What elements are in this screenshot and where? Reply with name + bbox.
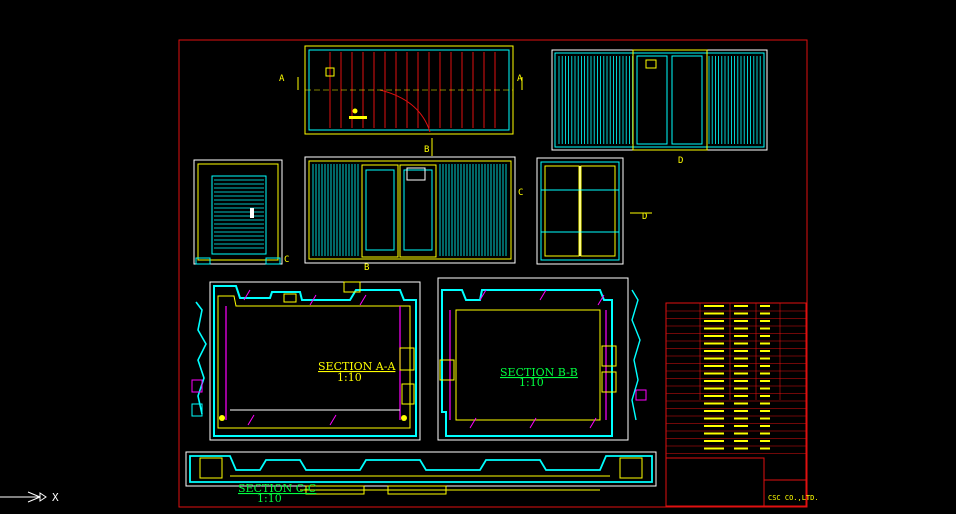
- section-profile-right: [631, 289, 647, 421]
- spec-cell-mark: [734, 410, 748, 412]
- spec-cell-mark: [704, 365, 724, 367]
- label-b-top: B: [424, 145, 429, 155]
- spec-cell-mark: [704, 402, 724, 405]
- spec-cell-mark: [704, 425, 724, 427]
- top-view: [304, 45, 514, 135]
- spec-cell-mark: [704, 440, 724, 442]
- section-c-c-title: SECTION C-C: [238, 482, 316, 495]
- spec-cell-mark: [760, 342, 770, 345]
- spec-cell-mark: [734, 365, 748, 367]
- label-a-right: A: [517, 74, 523, 84]
- spec-cell-mark: [704, 432, 724, 435]
- spec-cell-mark: [734, 342, 748, 345]
- spec-cell-mark: [734, 320, 748, 322]
- spec-cell-mark: [704, 387, 724, 390]
- spec-cell-mark: [734, 357, 748, 360]
- drawing-frame: [178, 39, 808, 508]
- spec-cell-mark: [760, 440, 770, 442]
- spec-cell-mark: [704, 350, 724, 352]
- spec-cell-mark: [734, 380, 748, 382]
- spec-cell-mark: [734, 402, 748, 405]
- spec-cell-mark: [760, 387, 770, 390]
- spec-cell-mark: [760, 372, 770, 375]
- spec-cell-mark: [760, 410, 770, 412]
- label-c-right: C: [518, 188, 523, 198]
- spec-table: [665, 302, 807, 507]
- spec-cell-mark: [760, 312, 770, 315]
- spec-cell-mark: [704, 372, 724, 375]
- spec-cell-mark: [704, 417, 724, 420]
- section-c-c-drawing: [185, 451, 657, 495]
- spec-cell-mark: [760, 335, 770, 337]
- spec-cell-mark: [734, 395, 748, 397]
- spec-cell-mark: [704, 380, 724, 382]
- label-d-right: D: [642, 212, 647, 222]
- spec-cell-mark: [734, 350, 748, 352]
- section-b-b-scale: 1:10: [519, 376, 544, 389]
- spec-cell-mark: [734, 417, 748, 420]
- spec-cell-mark: [734, 305, 748, 307]
- end-view-top-right: [551, 49, 768, 151]
- title-block-stamp: CSC CO.,LTD.: [768, 494, 819, 502]
- section-a-a-scale: 1:10: [337, 371, 362, 384]
- spec-cell-mark: [704, 305, 724, 307]
- spec-cell-mark: [704, 320, 724, 322]
- spec-cell-mark: [704, 335, 724, 337]
- spec-cell-mark: [760, 320, 770, 322]
- spec-cell-mark: [734, 312, 748, 315]
- spec-cell-mark: [734, 335, 748, 337]
- spec-cell-mark: [760, 395, 770, 397]
- front-view-left: [193, 159, 283, 265]
- spec-cell-mark: [734, 440, 748, 442]
- spec-cell-mark: [704, 357, 724, 360]
- spec-cell-mark: [734, 432, 748, 435]
- spec-cell-mark: [734, 327, 748, 330]
- spec-cell-mark: [734, 372, 748, 375]
- spec-cell-mark: [704, 447, 724, 450]
- spec-cell-mark: [760, 447, 770, 450]
- spec-cell-mark: [760, 357, 770, 360]
- spec-cell-mark: [760, 425, 770, 427]
- spec-cell-mark: [760, 365, 770, 367]
- ucs-axis-x-label: X: [52, 491, 59, 504]
- spec-cell-mark: [704, 342, 724, 345]
- spec-cell-mark: [704, 312, 724, 315]
- spec-cell-mark: [760, 380, 770, 382]
- spec-cell-mark: [704, 327, 724, 330]
- spec-cell-mark: [760, 305, 770, 307]
- label-b-bottom: B: [364, 263, 369, 273]
- spec-cell-mark: [734, 425, 748, 427]
- spec-cell-mark: [760, 327, 770, 330]
- spec-cell-mark: [734, 447, 748, 450]
- spec-cell-mark: [760, 350, 770, 352]
- spec-cell-mark: [704, 410, 724, 412]
- side-view-center: [304, 156, 516, 264]
- label-a-left: A: [279, 74, 285, 84]
- end-view-door: [536, 157, 624, 265]
- label-d-top: D: [678, 156, 683, 166]
- spec-cell-mark: [704, 395, 724, 397]
- label-c-left: C: [284, 255, 289, 265]
- spec-cell-mark: [760, 432, 770, 435]
- section-profile-left: [191, 301, 207, 417]
- spec-cell-mark: [734, 387, 748, 390]
- section-a-a-drawing: [209, 281, 421, 441]
- section-a-a-title: SECTION A-A: [318, 360, 396, 373]
- section-b-b-drawing: [437, 277, 629, 441]
- section-b-b-title: SECTION B-B: [500, 366, 578, 379]
- spec-cell-mark: [760, 402, 770, 405]
- spec-cell-mark: [760, 417, 770, 420]
- ucs-icon: [0, 491, 47, 503]
- section-c-c-scale: 1:10: [257, 492, 282, 505]
